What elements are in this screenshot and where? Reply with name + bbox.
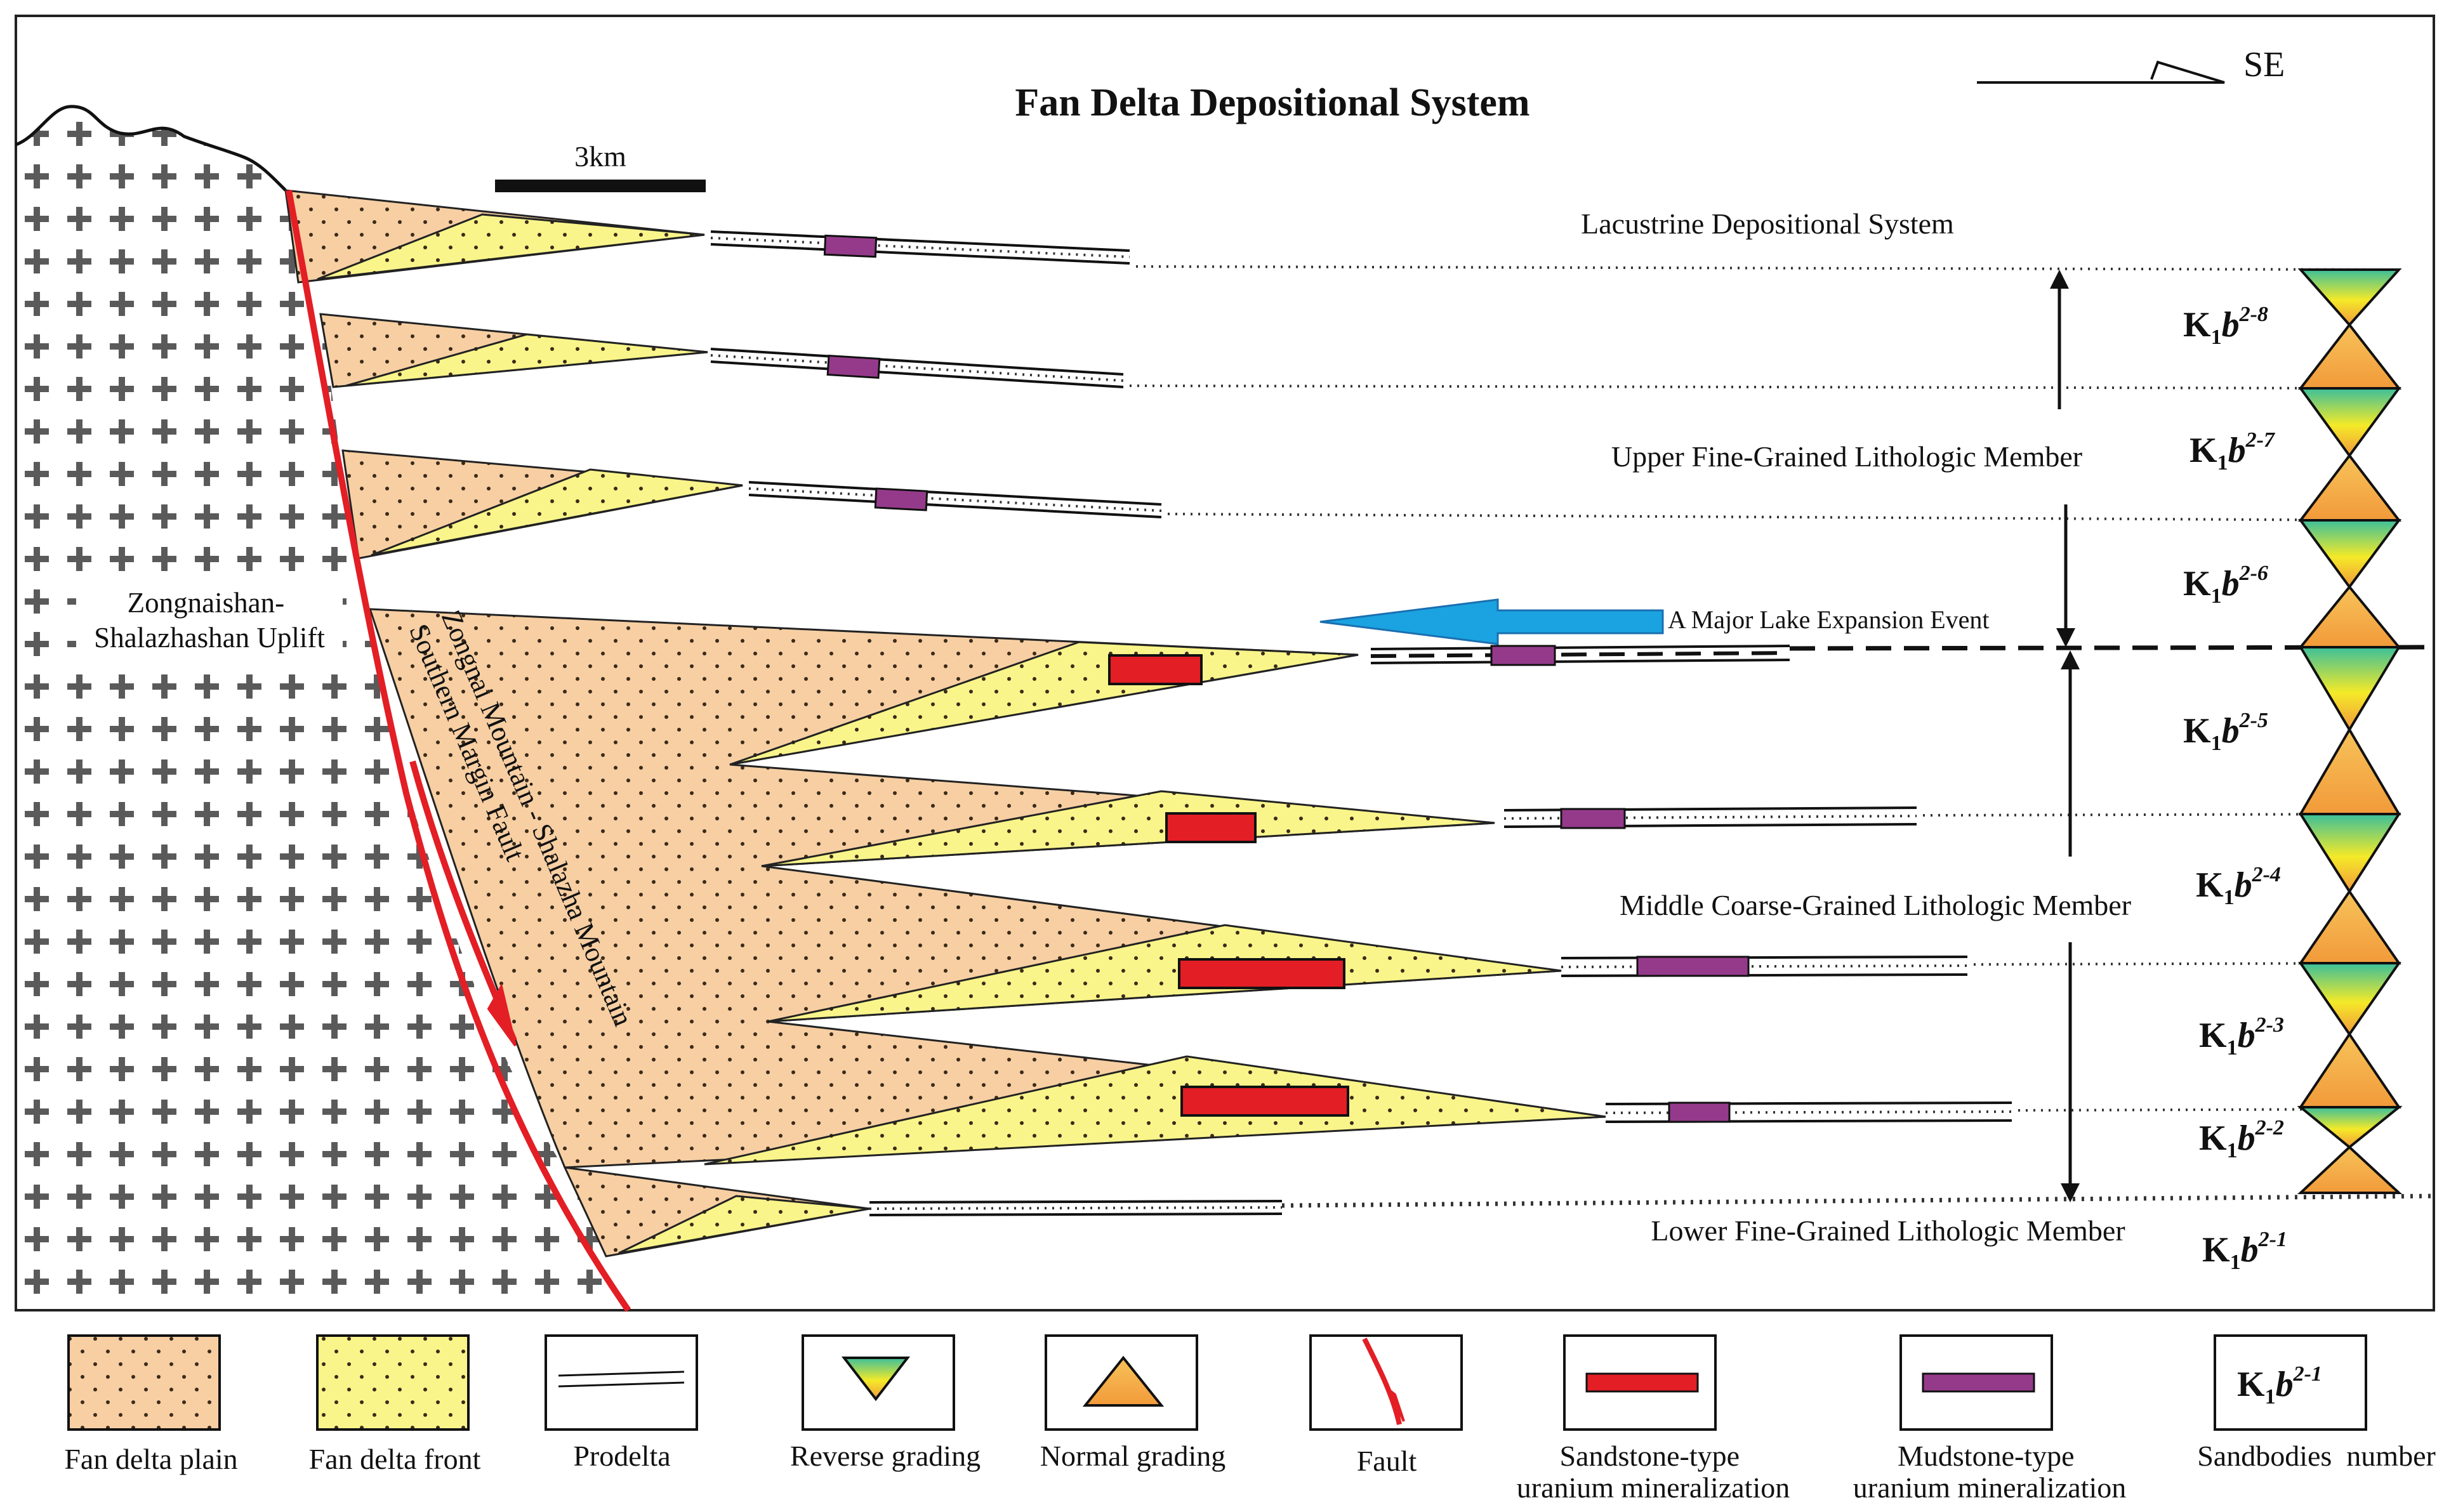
prodelta-line [558,1381,685,1388]
mudstone-uranium-body [826,354,881,379]
mudstone-uranium-body [1490,645,1556,666]
prodelta-strip [1503,806,2387,828]
sandbody-number: K1b2-7 [2190,428,2276,475]
fan-delta-wedges [284,189,1606,1258]
normal-grading-triangle [2297,584,2402,648]
reverse-grading-icon [841,1357,911,1402]
sandstone-uranium-icon [1585,1372,1699,1393]
normal-grading-icon [1082,1355,1165,1407]
upper-member-label: Upper Fine-Grained Lithologic Member [1611,440,2082,473]
prodelta-strip [710,348,2387,390]
uplift-label: Zongnaishan- Shalazhashan Uplift [94,587,325,654]
lacustrine-label: Lacustrine Depositional System [1581,207,1954,240]
reverse-grading-triangle [2298,813,2401,894]
sandbody-number: K1b2-4 [2196,863,2281,909]
fault-icon [1362,1338,1402,1425]
prodelta-strips [710,230,2434,1216]
sandbody-number: K1b2-1 [2202,1228,2287,1274]
fan-front [317,213,705,280]
legend-label-line: uranium mineralization [1517,1471,1790,1504]
direction-arrow-icon [1977,60,2225,84]
reverse-grading-triangle [2298,519,2401,589]
legend-swatch-fan-delta-front [316,1334,470,1431]
middle-member-label: Middle Coarse-Grained Lithologic Member [1620,889,2131,921]
sandbody-number: K1b2-6 [2183,562,2268,608]
normal-grading-triangle [2298,727,2401,815]
fault-icon-arrow [1387,1388,1405,1422]
legend-label: Fault [1357,1445,1417,1477]
mudstone-uranium-body [823,234,878,258]
reverse-grading-triangle [2298,962,2401,1037]
sandstone-uranium-body [1178,958,1345,989]
uranium-bodies [823,234,1750,1123]
mudstone-uranium-icon [1922,1372,2035,1393]
legend-label-line: Sandstone-type [1559,1440,1740,1472]
fan-front [704,1055,1606,1166]
lake-expansion-arrow [1319,598,1664,645]
uplift-label-line: Shalazhashan Uplift [94,622,325,654]
uplift-label-mask [76,577,343,660]
legend-label: Prodelta [573,1440,670,1472]
legend-label: Fan delta front [309,1443,481,1475]
legend-label: Sandstone-type uranium mineralization [1517,1440,1790,1504]
prodelta-line [558,1371,685,1377]
legend-sandbody-k: K [2237,1365,2265,1404]
reverse-grading-triangle [2298,387,2401,458]
sandbody-number: K1b2-5 [2183,709,2268,755]
sandbody-labels: K1b2-8K1b2-7K1b2-6K1b2-5K1b2-4K1b2-3K1b2… [2183,303,2287,1274]
legend-label: Mudstone-type uranium mineralization [1853,1440,2126,1504]
legend-sandbody-sup: 2-1 [2293,1362,2322,1386]
prodelta-strip [869,1193,2434,1216]
legend-swatch-fan-delta-plain [67,1334,221,1431]
fan-front [767,924,1562,1023]
normal-grading-triangle [2297,1145,2403,1194]
legend-swatch-normal-grading [1045,1334,1198,1431]
sandstone-uranium-body [1108,654,1203,685]
sandbody-number: K1b2-8 [2183,303,2268,349]
sandbody-number: K1b2-3 [2199,1013,2284,1060]
legend-label: Reverse grading [790,1440,981,1472]
scale-label: 3km [574,140,626,173]
mudstone-uranium-body [1636,956,1750,977]
sandstone-uranium-body [1180,1086,1349,1117]
normal-grading-triangle [2298,1032,2401,1108]
fan-front [371,468,743,556]
reverse-grading-triangle [2298,646,2401,732]
reverse-grading-triangle [2297,1106,2403,1149]
fan-front [618,1195,870,1254]
fault-arrowhead [487,983,517,1047]
normal-grading-triangle [2298,889,2401,964]
uplift-label-line: Zongnaishan- [128,587,284,619]
normal-grading-triangle [2297,322,2402,390]
uplift-skyline [15,105,287,192]
direction-label: SE [2243,45,2285,84]
prodelta-strip [748,481,2387,522]
legend: Fan delta plain Fan delta front Prodelta… [64,1334,2436,1504]
legend-swatch-sandbodies-number [2214,1334,2367,1431]
lake-expansion-label: A Major Lake Expansion Event [1668,605,1990,634]
mudstone-uranium-body [1560,808,1626,829]
fan-front [761,790,1495,867]
reverse-grading-triangle [2297,268,2402,327]
sandstone-uranium-body [1165,812,1257,843]
legend-label-line: uranium mineralization [1853,1471,2126,1504]
legend-label: Normal grading [1040,1440,1226,1472]
legend-sandbody-sub: 1 [2265,1385,2276,1409]
lower-member-label: Lower Fine-Grained Lithologic Member [1651,1214,2125,1247]
legend-sandbody-sample: K1b2-1 [2237,1362,2322,1409]
mudstone-uranium-body [874,487,928,511]
grading-column [2297,268,2403,1194]
diagram-title: Fan Delta Depositional System [1015,81,1529,124]
legend-sandbody-b: b [2276,1365,2294,1404]
sandbody-number: K1b2-2 [2199,1116,2284,1162]
prodelta-strip [710,230,2387,271]
legend-label: Fan delta plain [64,1443,237,1475]
fault-line [286,190,631,1312]
legend-label: Sandbodies number [2197,1440,2436,1472]
mudstone-uranium-body [1668,1101,1731,1123]
legend-label-line: Mudstone-type [1898,1440,2075,1472]
normal-grading-triangle [2297,453,2402,522]
fan-front [345,333,708,387]
